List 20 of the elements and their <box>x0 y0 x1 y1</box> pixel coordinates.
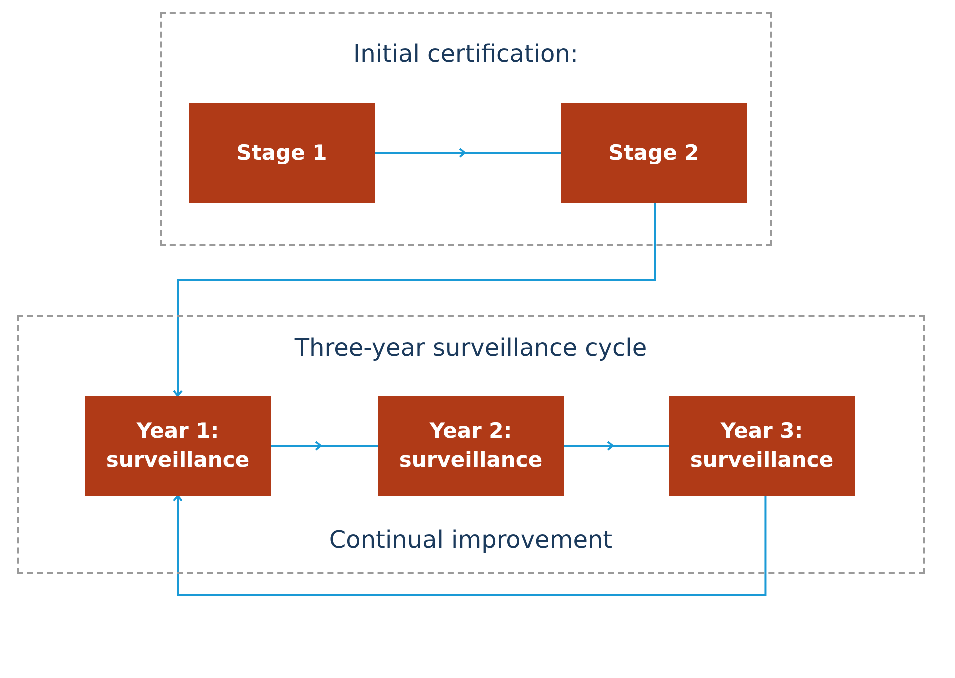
group-heading: Three-year surveillance cycle <box>294 333 648 364</box>
group-heading: Initial certification: <box>353 39 579 70</box>
process-box <box>85 396 271 496</box>
box-label: Year 3: surveillance <box>689 418 835 474</box>
arrow <box>564 441 669 451</box>
arrow <box>375 148 561 158</box>
process-box <box>561 103 747 203</box>
process-box <box>669 396 855 496</box>
box-label: Year 2: surveillance <box>398 418 544 474</box>
box-label: Year 1: surveillance <box>105 418 251 474</box>
dashed-group-frame <box>160 12 772 246</box>
process-box <box>189 103 375 203</box>
arrow <box>173 203 656 397</box>
arrow <box>271 441 378 451</box>
process-box <box>378 396 564 496</box>
group-note: Continual improvement <box>329 525 613 556</box>
box-label: Stage 1 <box>236 140 328 166</box>
dashed-group-frame <box>17 315 925 574</box>
arrow <box>173 495 767 596</box>
box-label: Stage 2 <box>608 140 700 166</box>
